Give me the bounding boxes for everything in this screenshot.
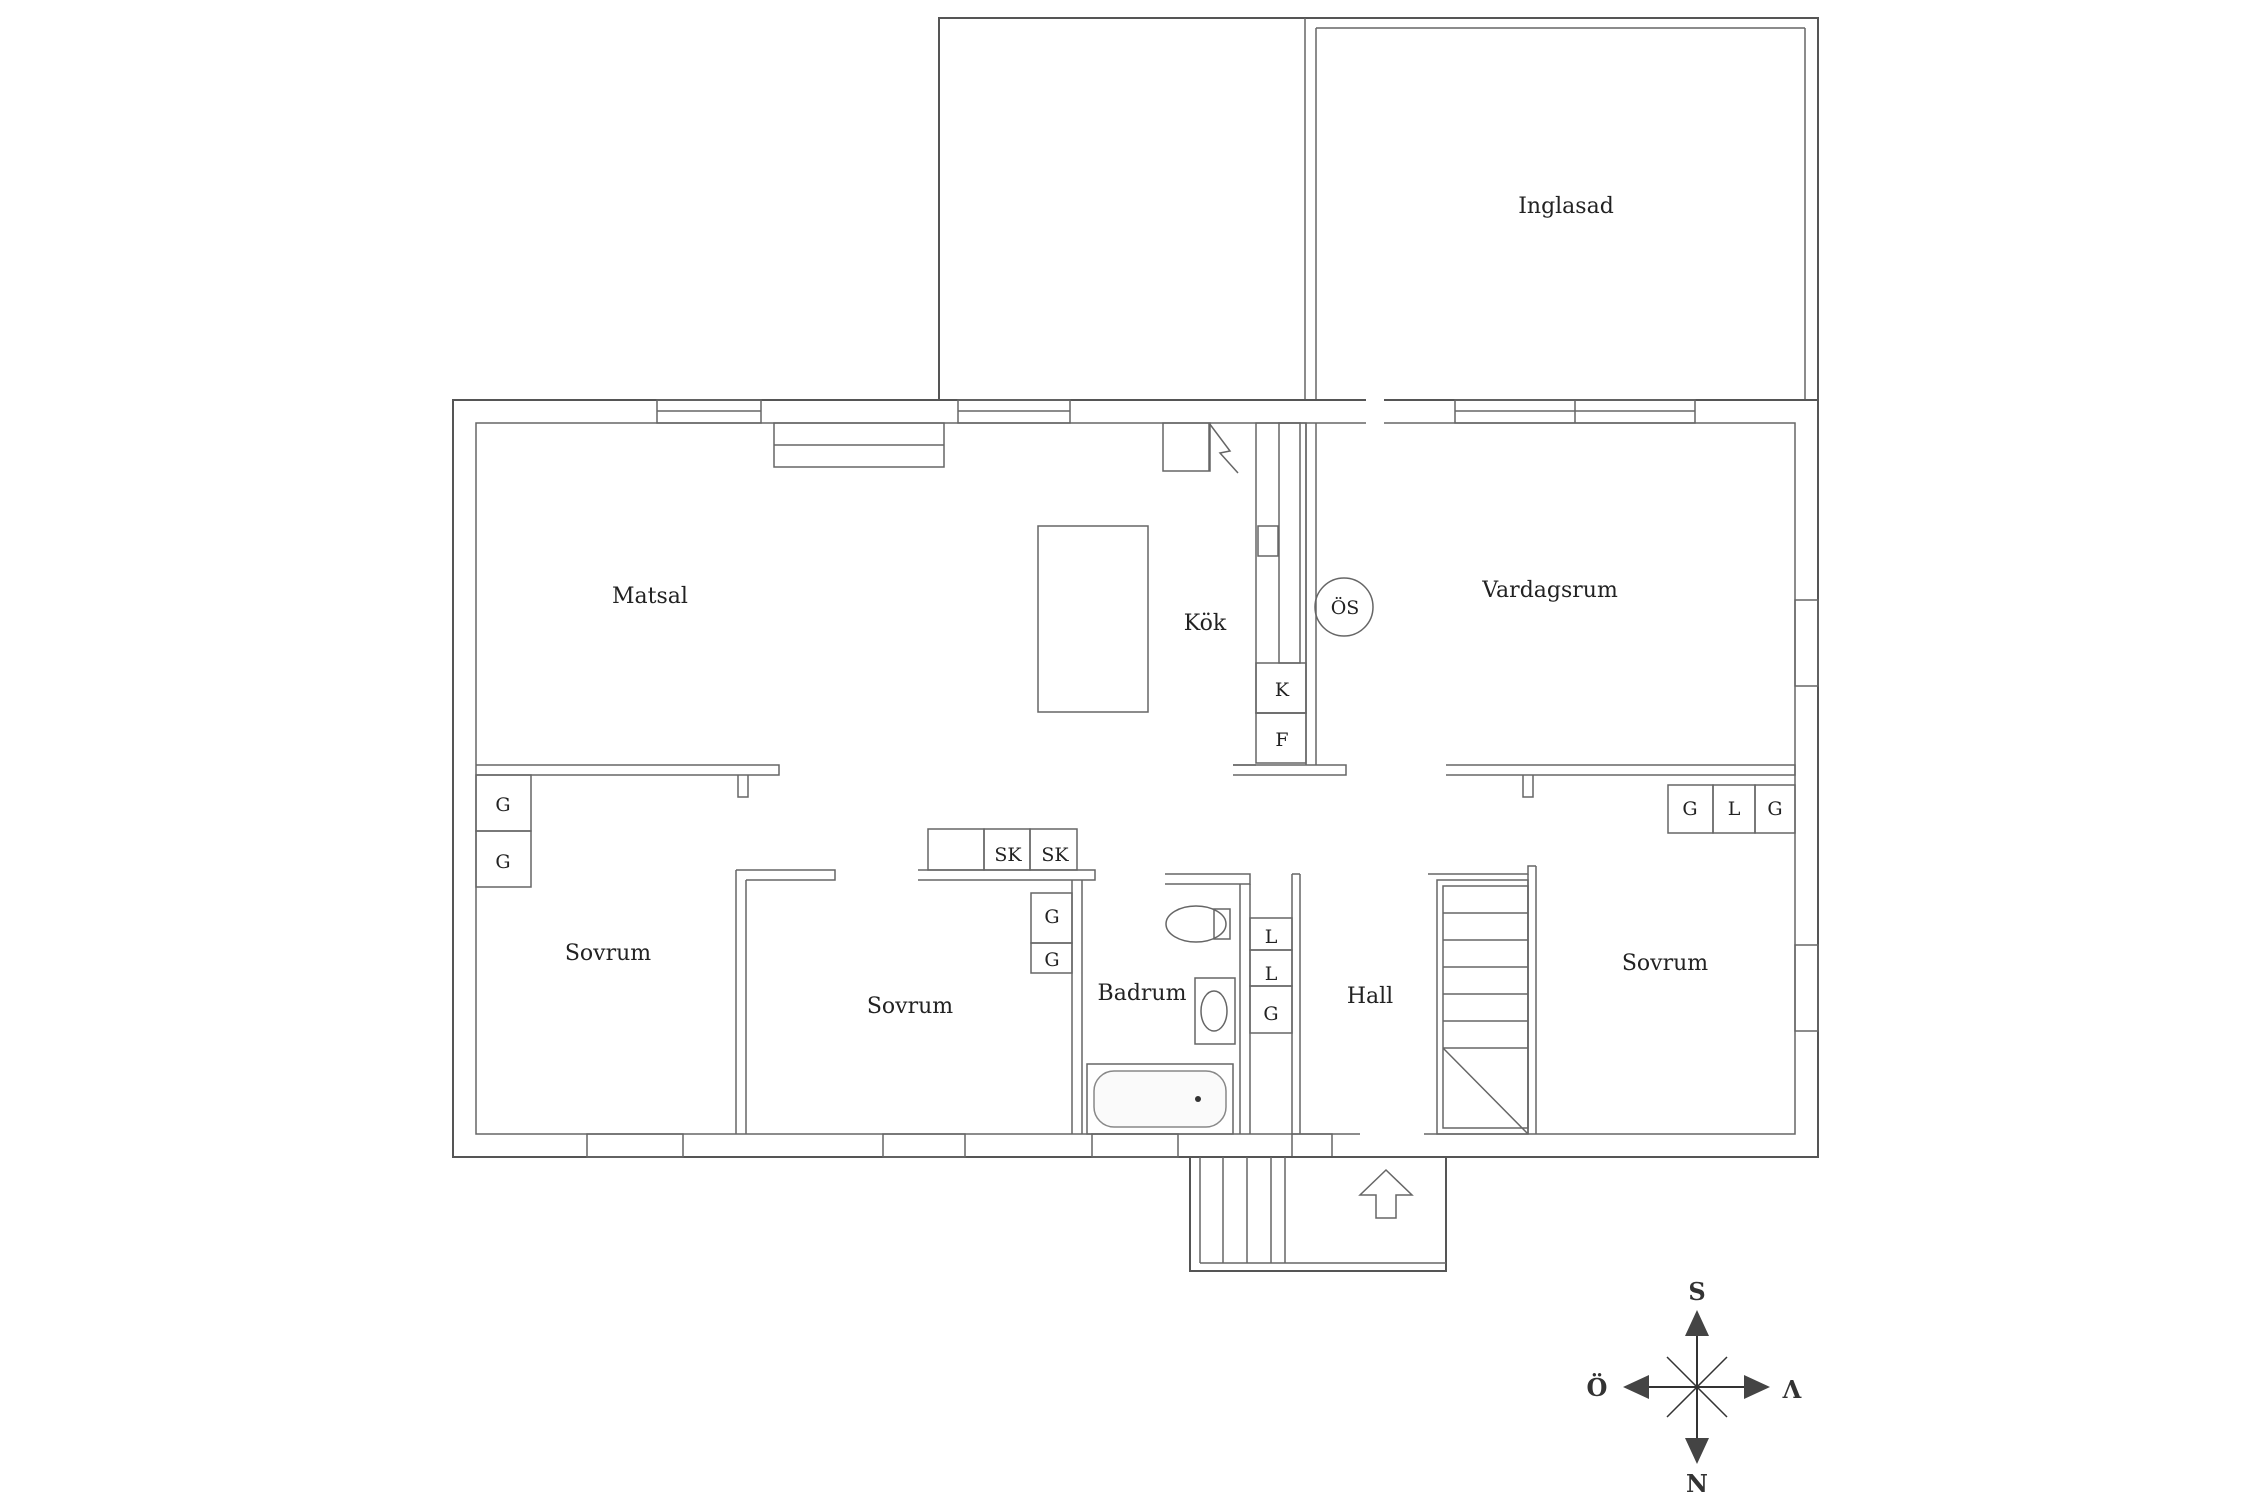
- label-closet-west-2: G: [495, 851, 510, 873]
- label-vardagsrum: Vardagsrum: [1481, 578, 1618, 603]
- room-labels: Inglasad Matsal Kök Vardagsrum Sovrum So…: [565, 194, 1708, 1019]
- label-closet-mid-2: G: [1044, 949, 1059, 971]
- label-east-g1: G: [1682, 798, 1697, 820]
- label-east-l: L: [1728, 798, 1741, 820]
- label-east-g2: G: [1767, 798, 1782, 820]
- label-sk-2: SK: [1041, 844, 1069, 866]
- compass-label-right: V: [1782, 1374, 1802, 1403]
- toilet-icon: [1165, 905, 1231, 943]
- label-sovrum-mid: Sovrum: [867, 994, 953, 1019]
- entrance-arrow-icon: [1358, 1168, 1414, 1219]
- label-hall-g: G: [1263, 1003, 1278, 1025]
- label-sk-1: SK: [994, 844, 1022, 866]
- kitchen-fixtures: [773, 422, 1374, 766]
- fixture-labels: ÖS K F G G SK SK G G L L G G L G: [495, 596, 1782, 1025]
- bathtub-icon: [1086, 1063, 1234, 1135]
- label-kitchen-k: K: [1275, 679, 1290, 701]
- tiled-stove: [1314, 577, 1374, 637]
- label-kok: Kök: [1184, 611, 1227, 636]
- label-hall-l1: L: [1265, 926, 1278, 948]
- sink-icon: [1194, 977, 1236, 1045]
- compass-label-top: S: [1688, 1277, 1705, 1306]
- interior-walls: [476, 423, 1796, 1134]
- compass-rose-icon: S Ö V N: [1587, 1277, 1803, 1498]
- label-stove: ÖS: [1331, 596, 1360, 619]
- entrance-porch: [1189, 1156, 1447, 1272]
- label-badrum: Badrum: [1098, 981, 1187, 1006]
- bathroom-fixtures: [1086, 905, 1236, 1135]
- label-kitchen-f: F: [1275, 729, 1288, 751]
- kitchen-island: [1037, 525, 1149, 713]
- compass-label-bottom: N: [1686, 1469, 1708, 1498]
- windows: [586, 399, 1819, 1158]
- label-closet-mid-1: G: [1044, 906, 1059, 928]
- kitchen-sink: [1257, 525, 1279, 557]
- glazed-terrace: [938, 17, 1819, 401]
- label-inglasad: Inglasad: [1518, 194, 1614, 219]
- label-matsal: Matsal: [612, 584, 688, 609]
- label-closet-west-1: G: [495, 794, 510, 816]
- house-outline: [452, 399, 1819, 1158]
- staircase: [1436, 879, 1529, 1135]
- label-sovrum-east: Sovrum: [1622, 951, 1708, 976]
- label-hall: Hall: [1347, 984, 1393, 1009]
- label-sovrum-west: Sovrum: [565, 941, 651, 966]
- label-hall-l2: L: [1265, 963, 1278, 985]
- compass-label-left: Ö: [1587, 1373, 1608, 1402]
- door-openings: [1360, 399, 1424, 1159]
- cabinets: [475, 774, 1796, 1034]
